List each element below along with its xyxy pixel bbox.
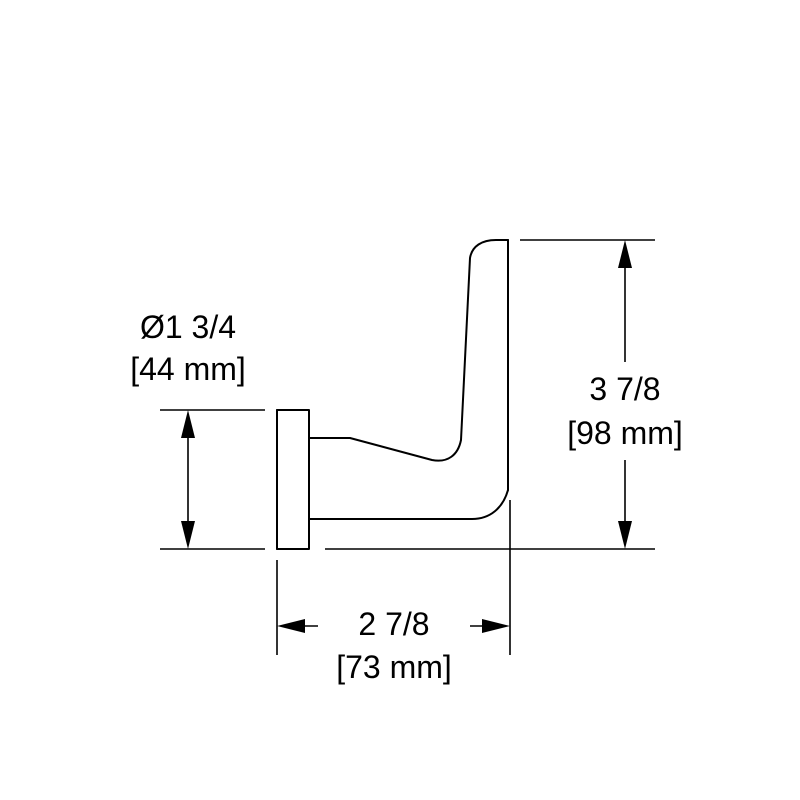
height-dimension: 3 7/8 [98 mm] — [567, 240, 683, 549]
diameter-dimension: Ø1 3/4 [44 mm] — [130, 309, 246, 549]
arrow-up-icon — [618, 240, 632, 268]
diameter-metric-label: [44 mm] — [130, 351, 246, 387]
arrow-left-icon — [277, 619, 305, 633]
depth-imperial-label: 2 7/8 — [358, 606, 429, 642]
depth-metric-label: [73 mm] — [336, 649, 452, 685]
extension-lines — [160, 239, 655, 655]
arrow-down-icon — [181, 521, 195, 549]
diameter-imperial-label: Ø1 3/4 — [140, 309, 236, 345]
arrow-right-icon — [482, 619, 510, 633]
height-metric-label: [98 mm] — [567, 415, 683, 451]
depth-dimension: 2 7/8 [73 mm] — [277, 606, 510, 685]
height-imperial-label: 3 7/8 — [589, 371, 660, 407]
arrow-down-icon — [618, 521, 632, 549]
mounting-plate — [276, 409, 310, 550]
arrow-up-icon — [181, 410, 195, 438]
hook-body — [308, 239, 509, 520]
